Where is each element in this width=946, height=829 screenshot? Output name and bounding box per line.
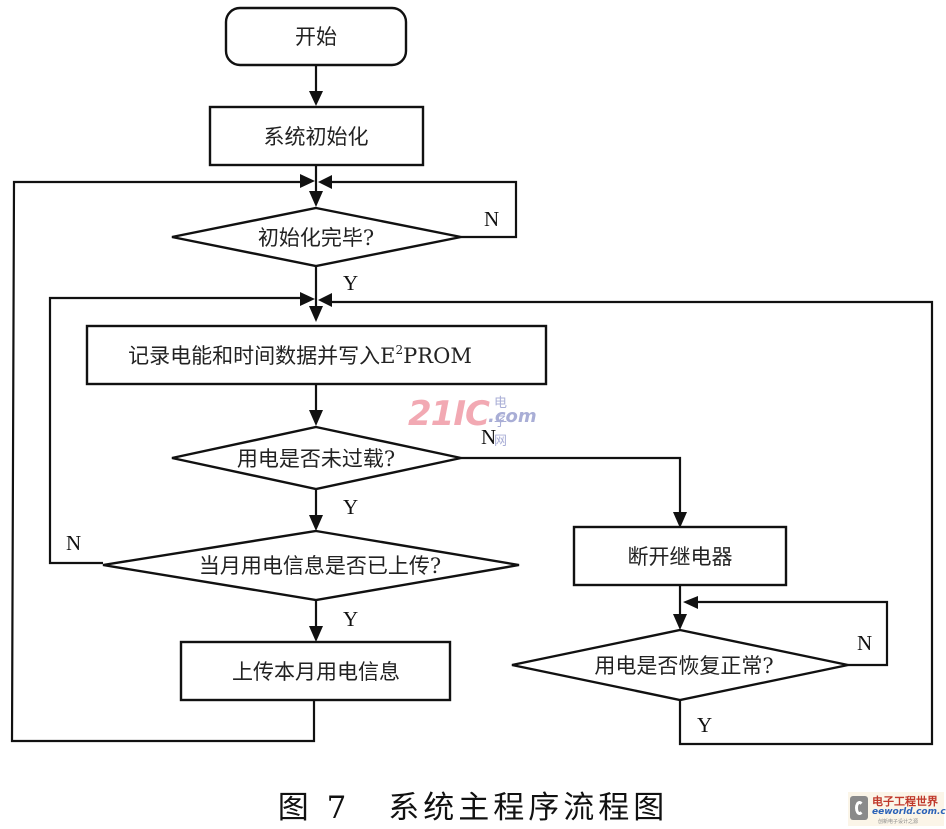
label-no: N <box>66 531 81 555</box>
upload-box <box>179 640 452 702</box>
watermark-21ic-domain: .com <box>488 406 537 427</box>
arrow-head <box>673 512 687 528</box>
eeworld-domain: eeworld.com.cn <box>872 807 946 817</box>
arrow-head <box>300 292 315 306</box>
init-box <box>208 105 425 167</box>
upload-text: 上传本月用电信息 <box>232 660 400 684</box>
arrow-head <box>318 293 332 307</box>
figure-number: 图 7 <box>277 790 351 826</box>
watermark-21ic: 21IC 电子网 .com <box>408 394 537 449</box>
figure-caption: 图 7 系统主程序流程图 <box>0 782 946 827</box>
label-yes: Y <box>343 271 358 295</box>
edge-uploaded-no <box>48 296 300 565</box>
arrow-head <box>309 191 323 207</box>
eeworld-cn: 电子工程世界 <box>872 795 938 808</box>
arrow-head <box>309 626 323 642</box>
arrow-head <box>309 306 323 322</box>
label-no: N <box>857 631 872 655</box>
recovered-text: 用电是否恢复正常? <box>594 654 773 678</box>
record-text: 记录电能和时间数据并写入E2PROM <box>128 343 472 368</box>
relay-off-box <box>572 525 788 587</box>
edge-upload-loop <box>10 180 316 743</box>
edge-overload-no <box>461 456 682 522</box>
init-text: 系统初始化 <box>264 125 369 149</box>
eeworld-slogan: 创新电子设计之源 <box>878 819 919 825</box>
arrow-head <box>309 515 323 531</box>
start-text: 开始 <box>295 25 337 49</box>
label-yes: Y <box>697 713 712 737</box>
record-box <box>85 324 548 386</box>
edge-init-done-no <box>332 180 518 239</box>
watermark-21ic-cn: 电子网 <box>494 396 509 449</box>
relay-off-text: 断开继电器 <box>628 545 733 569</box>
edge-recovered-no <box>698 600 889 667</box>
label-yes: Y <box>343 607 358 631</box>
arrow-head <box>300 174 315 188</box>
arrow-head <box>673 614 687 630</box>
record-tail: PROM <box>403 344 472 368</box>
arrow-head <box>683 596 698 609</box>
overload-text: 用电是否未过载? <box>237 447 395 471</box>
uploaded-text: 当月用电信息是否已上传? <box>199 554 441 578</box>
watermark-21ic-number: 21IC <box>408 394 490 434</box>
label-no: N <box>484 207 499 231</box>
arrow-head <box>318 175 332 189</box>
arrow-head <box>309 410 323 426</box>
label-no: N <box>481 425 496 449</box>
label-yes: Y <box>343 495 358 519</box>
arrow-head <box>309 91 323 106</box>
figure-title: 系统主程序流程图 <box>388 790 669 826</box>
watermark-eeworld: 电子工程世界 eeworld.com.cn 创新电子设计之源 <box>848 792 946 826</box>
init-done-text: 初始化完毕? <box>258 226 374 250</box>
record-sup: 2 <box>396 343 404 357</box>
edge-recovered-yes <box>332 300 934 746</box>
eeworld-logo-icon <box>850 796 868 820</box>
record-main: 记录电能和时间数据并写入E <box>128 344 395 368</box>
